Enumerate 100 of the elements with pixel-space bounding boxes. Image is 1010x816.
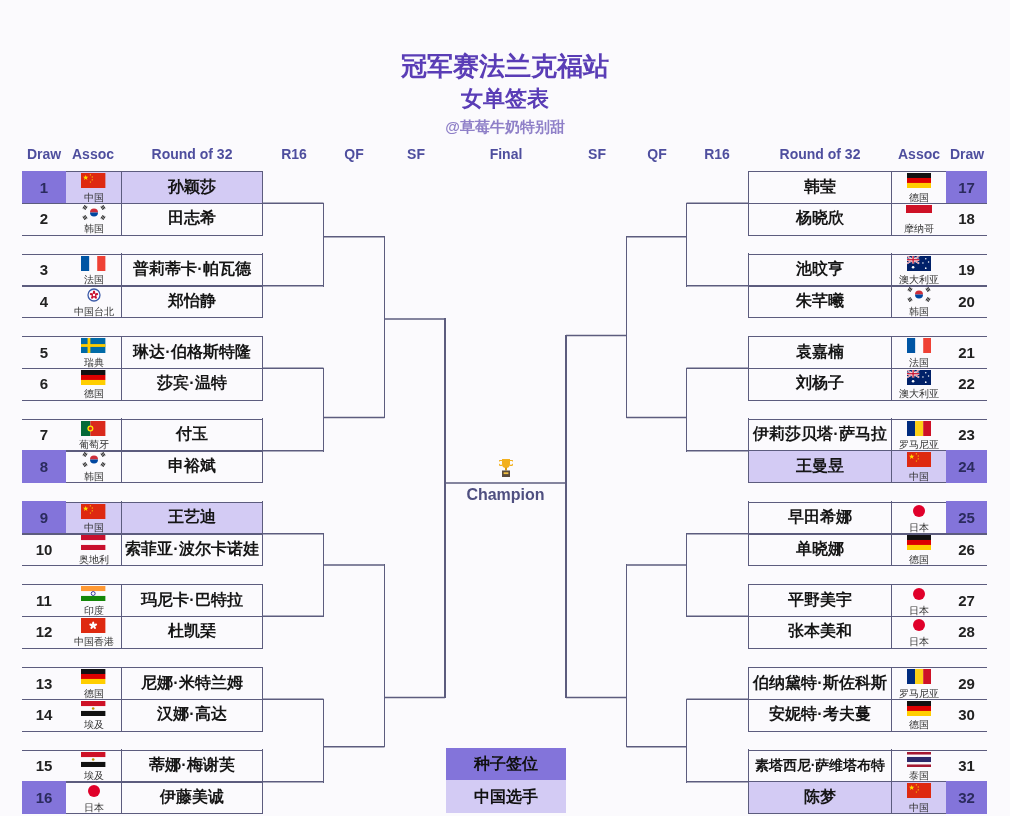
bracket-line [383,318,446,320]
draw-number: 17 [946,170,987,204]
player-name: 伊藤美诚 [121,780,263,814]
country-name: 韩国 [909,305,929,317]
bracket-bar [685,367,688,452]
player-name: 单晓娜 [748,532,892,566]
player-name: 付玉 [121,418,263,451]
country-name: 日本 [909,522,929,533]
author-credit: @草莓牛奶特别甜 [445,117,565,137]
bracket-bar [322,202,325,287]
player-row [22,418,263,452]
country-name: 摩纳哥 [904,223,934,234]
player-row [22,253,263,287]
column-header: Round of 32 [151,146,233,162]
draw-number: 3 [39,262,49,279]
column-header: QF [647,146,667,162]
country-name: 法国 [83,274,104,285]
draw-number: 28 [958,624,975,641]
draw-number: 10 [35,541,53,558]
draw-number: 1 [22,170,66,204]
country-name: 泰国 [909,770,929,781]
bracket-bar [322,367,325,452]
bracket-line [685,781,749,783]
player-name: 伯纳黛特·斯佐科斯 [748,666,892,700]
player-name: 王艺迪 [121,501,263,534]
player-name: 池旼亨 [748,253,892,286]
bracket-line [322,416,386,419]
country-name: 法国 [909,356,929,368]
player-name: 杜凯琹 [121,615,263,648]
country-name: 德国 [909,553,929,565]
player-name: 张本美和 [748,615,892,648]
draw-number: 25 [946,501,987,534]
bracket-line [262,450,325,452]
bracket-line [685,450,749,452]
player-row [22,450,263,483]
draw-number: 22 [958,376,975,393]
country-name: 埃及 [83,719,104,730]
player-name: 田志希 [121,202,263,235]
player-name: 杨晓欣 [748,202,892,235]
player-name: 陈梦 [748,780,892,814]
country-name: 日本 [83,801,104,813]
player-row [22,533,263,566]
player-name: 袁嘉楠 [748,335,892,369]
country-name: 中国 [83,522,104,533]
player-name: 朱芊曦 [748,284,892,318]
draw-number: 32 [946,780,987,814]
draw-number: 7 [39,427,49,444]
bracket-line [322,235,386,238]
player-row [22,202,263,236]
player-name: 郑怡静 [121,284,263,318]
country-name: 韩国 [83,223,104,234]
legend-item: 种子签位 [446,747,566,780]
country-name: 中国台北 [73,305,114,317]
player-row [748,781,987,814]
legend-item: 中国选手 [446,779,566,813]
player-name: 索菲亚·波尔卡诺娃 [121,532,263,566]
bracket-line [565,696,628,699]
column-header: Final [489,146,523,162]
player-name: 琳达·伯格斯特隆 [121,335,263,369]
bracket-line [383,696,446,699]
column-header: QF [344,146,364,162]
column-header: R16 [704,146,730,162]
bracket-line [262,533,325,535]
player-row [748,615,987,649]
player-name: 申裕斌 [121,449,263,483]
country-name: 罗马尼亚 [899,687,939,699]
title: 冠军赛法兰克福站 [401,49,609,83]
country-name: 澳大利亚 [899,388,939,399]
champion-label: Champion [466,486,545,504]
column-header: Draw [26,146,62,162]
country-name: 瑞典 [83,356,104,368]
player-name: 早田希娜 [748,501,892,534]
column-header: Draw [949,146,985,162]
player-name: 玛尼卡·巴特拉 [121,583,263,617]
draw-number: 29 [958,675,975,692]
subtitle: 女单签表 [461,85,549,113]
draw-number: 2 [39,211,49,228]
player-row [748,667,987,700]
draw-number: 5 [39,344,49,361]
draw-number: 6 [39,376,49,393]
player-row [22,667,263,700]
player-row [748,501,987,535]
player-row [22,615,263,649]
draw-number: 11 [36,592,52,609]
player-name: 莎宾·温特 [121,367,263,400]
bracket-line [262,615,325,617]
country-name: 埃及 [83,770,104,781]
player-row [22,584,263,617]
bracket-line [685,367,749,369]
bracket-bar [685,202,688,287]
player-row [748,253,987,287]
country-name: 中国 [909,801,929,813]
country-name: 罗马尼亚 [899,439,939,450]
country-name: 德国 [909,719,929,730]
bracket-line [625,564,688,566]
draw-number: 20 [958,293,975,310]
draw-number: 27 [958,592,975,609]
column-header: Assoc [72,146,114,162]
player-row [748,336,987,369]
draw-number: 26 [958,541,975,558]
